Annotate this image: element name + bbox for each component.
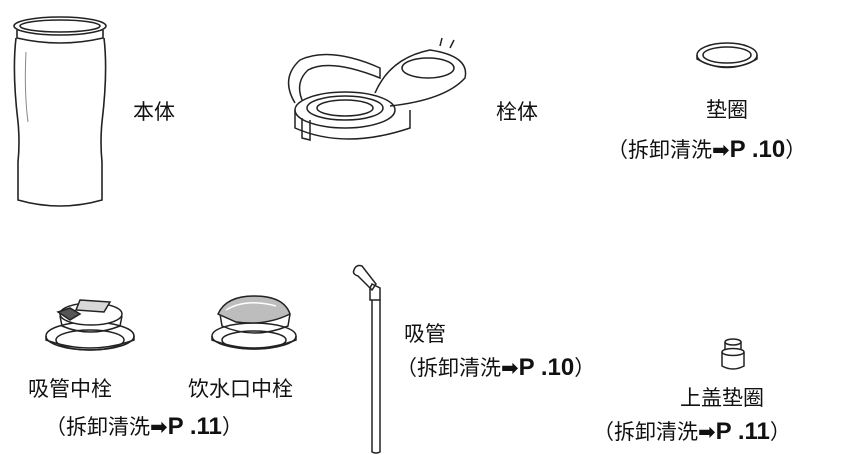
note-close: ） [574, 356, 596, 380]
arrow-right-icon: ➡ [698, 420, 716, 444]
bottle-body-illustration [8, 12, 113, 212]
gasket-cleaning-note: （拆卸清洗➡P .10） [607, 136, 807, 163]
note-open: （拆卸清洗 [593, 420, 698, 444]
page-ref: P .11 [167, 413, 222, 440]
label-spout-stopper: 饮水口中栓 [188, 377, 293, 401]
page-ref: P .10 [518, 354, 575, 381]
straw-stopper-illustration [40, 290, 140, 360]
straw-stopper-cleaning-note: （拆卸清洗➡P .11） [45, 413, 243, 440]
note-close: ） [769, 420, 791, 444]
note-close: ） [785, 138, 807, 162]
straw-illustration [348, 262, 388, 454]
cap-gasket-cleaning-note: （拆卸清洗➡P .11） [593, 418, 791, 445]
spout-stopper-illustration [206, 292, 302, 360]
label-straw-stopper: 吸管中栓 [28, 377, 112, 401]
note-close: ） [221, 415, 243, 439]
arrow-right-icon: ➡ [150, 415, 168, 439]
page-ref: P .11 [715, 418, 770, 445]
label-straw: 吸管 [404, 322, 446, 346]
arrow-right-icon: ➡ [501, 356, 519, 380]
gasket-illustration [692, 40, 762, 76]
label-cap-gasket: 上盖垫圈 [680, 386, 764, 410]
label-body: 本体 [133, 100, 175, 124]
note-open: （拆卸清洗 [607, 138, 712, 162]
cap-gasket-illustration [720, 336, 746, 372]
arrow-right-icon: ➡ [712, 138, 730, 162]
note-open: （拆卸清洗 [45, 415, 150, 439]
lid-illustration [270, 38, 480, 158]
label-lid: 栓体 [496, 100, 538, 124]
note-open: （拆卸清洗 [396, 356, 501, 380]
label-gasket: 垫圈 [706, 98, 748, 122]
straw-cleaning-note: （拆卸清洗➡P .10） [396, 354, 596, 381]
page-ref: P .10 [729, 136, 786, 163]
